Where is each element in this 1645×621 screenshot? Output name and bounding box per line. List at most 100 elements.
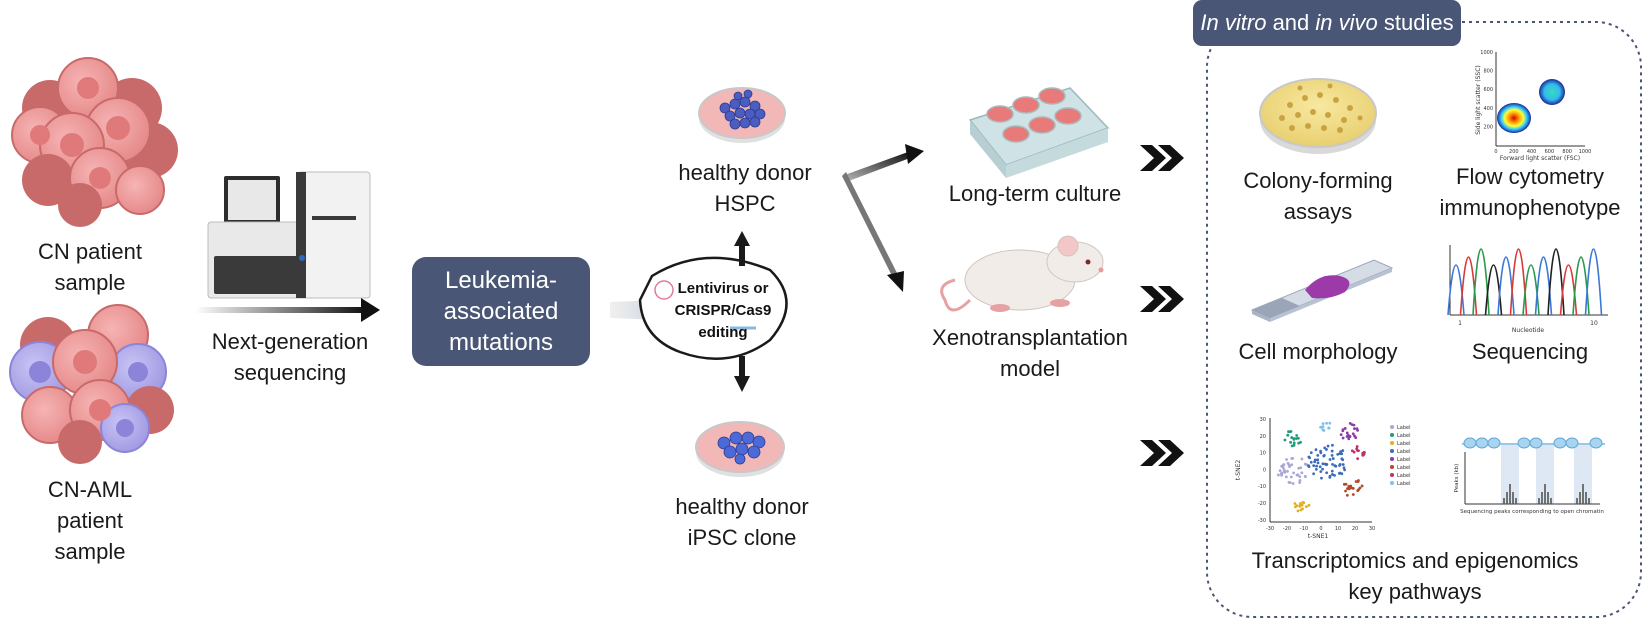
nucleosome: [1487, 437, 1501, 449]
tsne-point: [1299, 466, 1303, 470]
tsne-point: [1358, 486, 1362, 490]
tsne-point: [1293, 502, 1297, 505]
flow-xlabel: Forward light scatter (FSC): [1500, 155, 1580, 162]
chevron-xeno-icon: [1140, 286, 1184, 312]
tsne-point: [1278, 469, 1282, 473]
tsne-point: [1326, 444, 1330, 448]
flow-label: Flow cytometry immunophenotype: [1439, 164, 1621, 220]
tsne-point: [1321, 467, 1324, 471]
tsne-point: [1328, 421, 1332, 425]
tsne-point: [1298, 475, 1302, 479]
tsne-xtick: 0: [1319, 526, 1322, 532]
tsne-point: [1301, 501, 1305, 504]
tsne-point: [1289, 430, 1293, 433]
tsne-legend-swatch: [1390, 449, 1394, 453]
open-chromatin-band: [1501, 445, 1519, 504]
tsne-point: [1289, 475, 1293, 479]
hspc-to-culture-arrow: [842, 144, 924, 182]
tsne-point: [1337, 472, 1341, 475]
tsne-point: [1360, 484, 1364, 488]
atac-peak-bar: [1550, 498, 1552, 504]
chromatogram-peak: [1547, 248, 1565, 316]
tsne-ytick: 0: [1263, 467, 1266, 473]
atac-peak-bar: [1576, 498, 1578, 504]
tsne-point: [1341, 463, 1345, 466]
mouse-illustration: [940, 235, 1104, 312]
tsne-point: [1323, 462, 1327, 466]
tsne-point: [1333, 473, 1336, 477]
hspc-dish-illustration: [698, 87, 786, 143]
editing-up-arrow: [734, 231, 750, 266]
tsne-point: [1322, 453, 1326, 457]
tsne-point: [1325, 421, 1328, 425]
tsne-point: [1356, 480, 1360, 484]
tsne-point: [1300, 471, 1304, 475]
tsne-legend-label: Label: [1397, 433, 1411, 439]
tsne-point: [1292, 443, 1296, 447]
atac-peak-bar: [1579, 492, 1581, 504]
tsne-point: [1291, 482, 1295, 485]
atac-peak-bar: [1582, 484, 1584, 504]
colony-dish-illustration: [1259, 78, 1377, 154]
cn-aml-cells-illustration: [9, 304, 174, 464]
chromatogram-peak: [1584, 248, 1603, 316]
tsne-point: [1304, 505, 1308, 509]
tsne-point: [1356, 428, 1359, 432]
tsne-point: [1351, 487, 1355, 490]
tsne-point: [1298, 504, 1302, 508]
tsne-point: [1321, 425, 1325, 428]
tsne-point: [1283, 438, 1287, 442]
tsne-point: [1338, 463, 1342, 466]
tsne-point: [1341, 436, 1345, 440]
atac-peak-bar: [1541, 492, 1543, 504]
tsne-point: [1300, 503, 1304, 507]
tsne-point: [1289, 440, 1292, 444]
tsne-point: [1343, 468, 1347, 472]
tsne-legend-label: Label: [1397, 457, 1411, 463]
atac-peak-bar: [1588, 498, 1590, 504]
tsne-ytick: -30: [1258, 518, 1266, 524]
atac-peaks-plot: Sequencing peaks corresponding to open c…: [1454, 437, 1605, 515]
sequencer-machine-illustration: [207, 171, 371, 299]
tsne-legend-swatch: [1390, 457, 1394, 461]
nucleosome: [1475, 437, 1489, 449]
tsne-point: [1282, 463, 1286, 466]
tsne-point: [1347, 437, 1351, 441]
tsne-point: [1292, 441, 1296, 445]
tsne-point: [1348, 435, 1352, 438]
ipsc-dish-illustration: [695, 421, 785, 477]
tsne-point: [1340, 457, 1344, 461]
flow-xtick: 1000: [1579, 149, 1592, 155]
tsne-point: [1330, 453, 1334, 457]
tsne-point: [1309, 451, 1313, 455]
tsne-point: [1298, 481, 1302, 484]
tsne-point: [1338, 452, 1342, 456]
tsne-legend-label: Label: [1397, 425, 1411, 431]
tsne-point: [1319, 470, 1323, 474]
tsne-point: [1285, 458, 1288, 461]
tsne-point: [1307, 503, 1311, 507]
tsne-point: [1343, 427, 1347, 430]
tsne-point: [1314, 468, 1318, 471]
colony-label: Colony-forming assays: [1243, 168, 1393, 224]
tsne-point: [1321, 428, 1325, 432]
cn-patient-cells-illustration: [11, 57, 178, 227]
tsne-point: [1314, 448, 1318, 452]
flow-xtick: 200: [1509, 149, 1519, 155]
tsne-point: [1356, 449, 1359, 452]
tsne-xtick: -10: [1300, 526, 1308, 532]
tsne-point: [1294, 505, 1297, 509]
tsne-point: [1303, 462, 1307, 466]
tsne-point: [1298, 479, 1302, 482]
flow-ytick: 600: [1483, 87, 1493, 93]
tsne-ytick: -10: [1258, 484, 1266, 490]
flow-ylabel: Side light scatter (SSC): [1475, 65, 1482, 134]
tsne-ytick: 30: [1260, 417, 1266, 423]
tsne-point: [1361, 453, 1365, 457]
nucleosome: [1463, 437, 1477, 449]
open-chromatin-band: [1574, 445, 1592, 504]
hspc-label: healthy donor HSPC: [678, 160, 812, 216]
xeno-label: Xenotransplantation model: [932, 325, 1128, 381]
tsne-point: [1315, 464, 1318, 468]
tsne-xtick: -30: [1266, 526, 1274, 532]
